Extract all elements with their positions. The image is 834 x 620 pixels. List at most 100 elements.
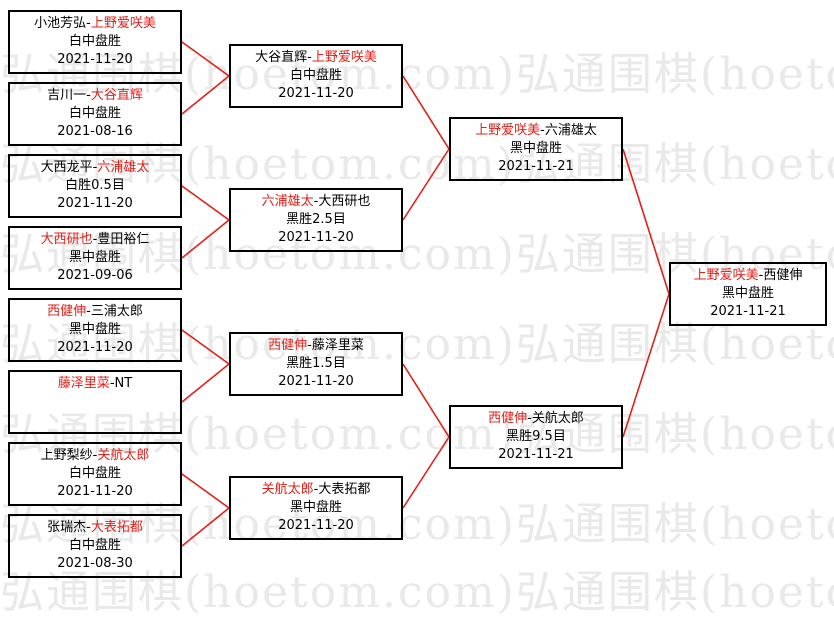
match-players: 西健伸-关航太郎 <box>451 410 621 428</box>
match-box[interactable]: 关航太郎-大表拓都黑中盘胜 2021-11-20 <box>229 476 403 540</box>
match-date: 2021-11-20 <box>278 230 354 245</box>
connector-line <box>181 473 230 509</box>
connector-line <box>402 363 450 438</box>
match-date: 2021-11-20 <box>278 518 354 533</box>
connector-line <box>181 363 230 403</box>
player-two-name: 上野爱咲美 <box>311 50 377 65</box>
player-two-name: 六浦雄太 <box>97 160 150 175</box>
player-one-name: 上野爱咲美 <box>475 123 541 138</box>
player-separator: - <box>92 448 98 463</box>
player-one-name: 西健伸 <box>488 411 528 426</box>
connector-line <box>181 329 230 365</box>
player-separator: - <box>313 194 319 209</box>
match-result: 黑胜2.5目 <box>286 212 346 227</box>
match-players: 上野爱咲美-西健伸 <box>671 267 825 285</box>
connector-line <box>181 185 230 221</box>
player-two-name: 藤泽里菜 <box>311 338 364 353</box>
match-result: 白胜0.5目 <box>65 178 125 193</box>
match-box[interactable]: 西健伸-关航太郎黑胜9.5目 2021-11-21 <box>449 405 623 469</box>
match-result: 白中盘胜 <box>68 466 121 481</box>
player-separator: - <box>86 88 91 103</box>
match-box[interactable]: 藤泽里菜-NT <box>8 370 182 434</box>
player-one-name: 小池芳弘 <box>34 16 87 31</box>
player-separator: - <box>86 520 91 535</box>
player-separator: - <box>307 50 312 65</box>
match-result: 黑中盘胜 <box>289 500 342 515</box>
player-two-name: NT <box>114 376 133 391</box>
player-two-name: 大西研也 <box>318 194 371 209</box>
match-players: 西健伸-三浦太郎 <box>10 303 180 321</box>
player-one-name: 上野爱咲美 <box>693 268 759 283</box>
connector-line <box>402 148 450 221</box>
match-players: 关航太郎-大表拓都 <box>231 481 401 499</box>
match-box[interactable]: 六浦雄太-大西研也黑胜2.5目 2021-11-20 <box>229 188 403 252</box>
match-result: 黑胜1.5目 <box>286 356 346 371</box>
match-date: 2021-09-06 <box>57 268 133 283</box>
player-separator: - <box>92 232 98 247</box>
match-date: 2021-11-21 <box>498 159 574 174</box>
player-two-name: 大谷直辉 <box>90 88 143 103</box>
match-box[interactable]: 上野爱咲美-六浦雄太黑中盘胜 2021-11-21 <box>449 117 623 181</box>
connector-line <box>181 507 230 547</box>
player-two-name: 关航太郎 <box>97 448 150 463</box>
match-date: 2021-11-21 <box>498 447 574 462</box>
player-separator: - <box>92 160 98 175</box>
player-two-name: 西健伸 <box>763 268 803 283</box>
match-players: 西健伸-藤泽里菜 <box>231 337 401 355</box>
player-separator: - <box>86 16 91 31</box>
player-two-name: 大表拓都 <box>90 520 143 535</box>
connector-line <box>622 148 670 295</box>
match-result <box>10 393 180 411</box>
match-players: 张瑞杰-大表拓都 <box>10 519 180 537</box>
player-one-name: 六浦雄太 <box>261 194 314 209</box>
match-players: 大西龙平-六浦雄太 <box>10 159 180 177</box>
match-result: 黑中盘胜 <box>509 141 562 156</box>
match-result: 白中盘胜 <box>68 34 121 49</box>
match-date: 2021-11-20 <box>278 374 354 389</box>
player-separator: - <box>758 268 764 283</box>
player-separator: - <box>109 376 115 391</box>
player-separator: - <box>313 482 319 497</box>
player-separator: - <box>86 304 91 319</box>
match-date: 2021-11-20 <box>57 52 133 67</box>
player-one-name: 吉川一 <box>47 88 87 103</box>
connector-line <box>402 436 450 509</box>
player-separator: - <box>527 411 532 426</box>
player-one-name: 张瑞杰 <box>47 520 87 535</box>
connector-line <box>181 41 230 77</box>
match-date: 2021-08-30 <box>57 556 133 571</box>
match-box[interactable]: 大西龙平-六浦雄太白胜0.5目 2021-11-20 <box>8 154 182 218</box>
player-separator: - <box>540 123 545 138</box>
match-date: 2021-11-20 <box>57 340 133 355</box>
player-two-name: 上野爱咲美 <box>90 16 156 31</box>
match-result: 白中盘胜 <box>68 106 121 121</box>
match-players: 小池芳弘-上野爱咲美 <box>10 15 180 33</box>
match-date <box>10 411 180 429</box>
match-result: 白中盘胜 <box>289 68 342 83</box>
player-one-name: 西健伸 <box>47 304 87 319</box>
match-date: 2021-11-20 <box>278 86 354 101</box>
connector-line <box>402 75 450 150</box>
player-one-name: 藤泽里菜 <box>57 376 110 391</box>
connector-line <box>622 293 670 438</box>
player-one-name: 西健伸 <box>268 338 308 353</box>
match-date: 2021-11-20 <box>57 196 133 211</box>
connector-line <box>181 75 230 115</box>
player-one-name: 大谷直辉 <box>255 50 308 65</box>
match-result: 黑胜9.5目 <box>506 429 566 444</box>
match-result: 黑中盘胜 <box>721 286 774 301</box>
match-players: 上野爱咲美-六浦雄太 <box>451 122 621 140</box>
player-separator: - <box>307 338 312 353</box>
bracket-connector-lines <box>181 41 670 547</box>
match-date: 2021-11-21 <box>710 304 786 319</box>
match-players: 大谷直辉-上野爱咲美 <box>231 49 401 67</box>
